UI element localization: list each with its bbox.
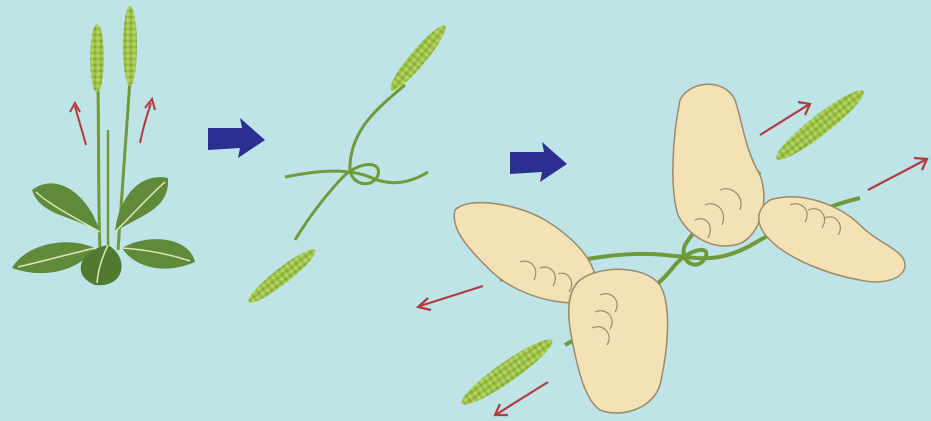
seed-head — [123, 6, 137, 86]
seed-head — [90, 24, 104, 92]
